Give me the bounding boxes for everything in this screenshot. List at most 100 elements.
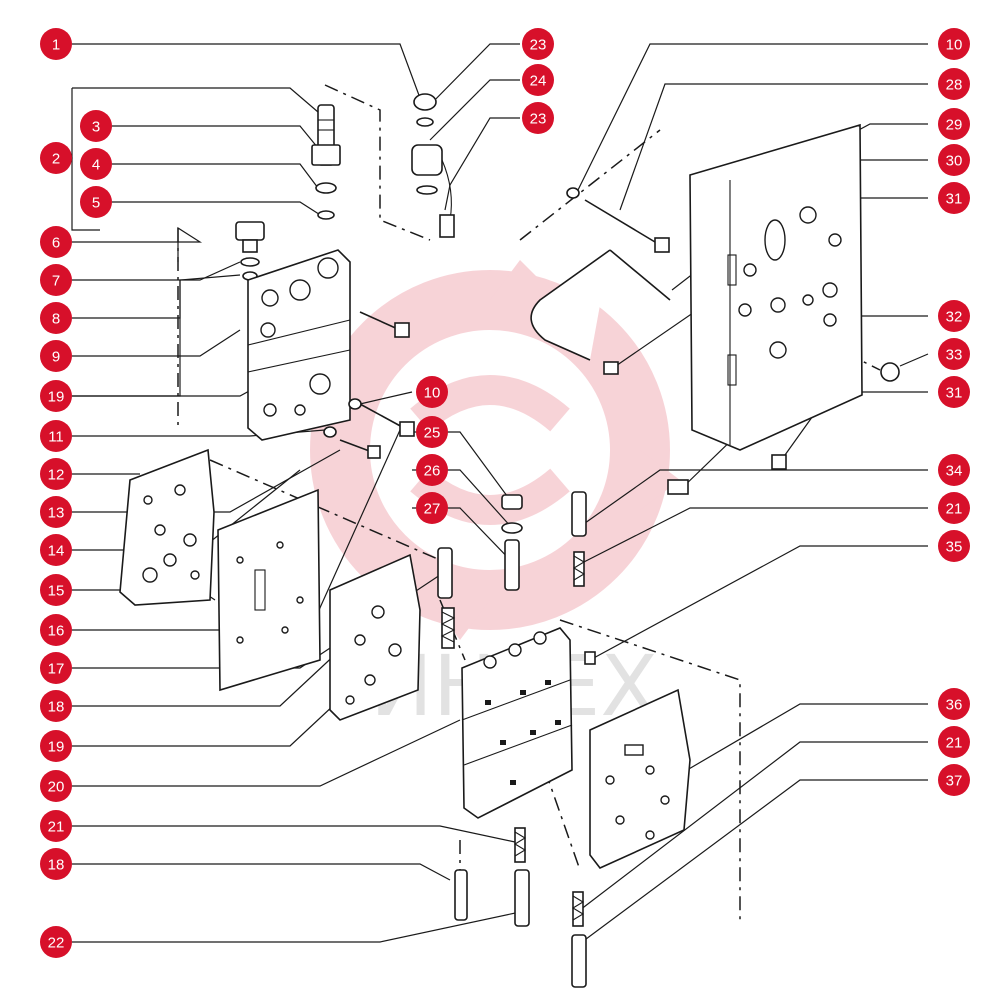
svg-text:29: 29 (946, 117, 963, 134)
svg-text:37: 37 (946, 773, 963, 790)
svg-text:24: 24 (530, 73, 547, 90)
callout-23-top[interactable]: 23 (522, 28, 554, 60)
callout-18-middle[interactable]: 18 (40, 690, 72, 722)
rods-and-u-bolt (530, 187, 671, 375)
callout-22[interactable]: 22 (40, 926, 72, 958)
svg-text:17: 17 (48, 661, 65, 678)
svg-text:36: 36 (946, 697, 963, 714)
upper-valve-body (247, 249, 351, 441)
callout-19-lower[interactable]: 19 (40, 730, 72, 762)
callout-1[interactable]: 1 (40, 28, 72, 60)
nuts-and-clip (667, 362, 900, 495)
callout-37[interactable]: 37 (938, 764, 970, 796)
callout-16[interactable]: 16 (40, 614, 72, 646)
o-rings-upper (315, 182, 337, 220)
solenoid-cap (413, 93, 437, 127)
solenoid-valve (311, 104, 341, 166)
callout-20[interactable]: 20 (40, 770, 72, 802)
bottom-spools (454, 827, 587, 988)
plug (235, 221, 265, 281)
svg-text:11: 11 (48, 429, 64, 446)
svg-text:7: 7 (52, 273, 60, 290)
callout-4[interactable]: 4 (80, 148, 112, 180)
svg-text:20: 20 (48, 779, 65, 796)
svg-text:31: 31 (946, 385, 963, 402)
gasket-middle (329, 553, 421, 721)
callout-10-middle[interactable]: 10 (416, 376, 448, 408)
callout-30[interactable]: 30 (938, 144, 970, 176)
svg-text:27: 27 (424, 501, 441, 518)
svg-text:21: 21 (946, 735, 963, 752)
callout-7[interactable]: 7 (40, 264, 72, 296)
callout-8[interactable]: 8 (40, 302, 72, 334)
callout-25[interactable]: 25 (416, 416, 448, 448)
callout-35[interactable]: 35 (938, 530, 970, 562)
callout-19-upper[interactable]: 19 (40, 380, 72, 412)
separator-plate (217, 488, 321, 692)
svg-text:19: 19 (48, 389, 65, 406)
svg-text:15: 15 (48, 583, 65, 600)
callout-23-bottom[interactable]: 23 (522, 102, 554, 134)
callout-2[interactable]: 2 (40, 142, 72, 174)
callout-34[interactable]: 34 (938, 454, 970, 486)
svg-text:3: 3 (92, 119, 100, 136)
callout-14[interactable]: 14 (40, 534, 72, 566)
callout-6[interactable]: 6 (40, 226, 72, 258)
svg-text:21: 21 (946, 501, 963, 518)
gasket-left (119, 448, 215, 606)
svg-text:22: 22 (48, 935, 65, 952)
svg-text:19: 19 (48, 739, 65, 756)
callout-9[interactable]: 9 (40, 340, 72, 372)
callout-3[interactable]: 3 (80, 110, 112, 142)
gasket-right (589, 688, 691, 869)
spool-and-spring-right (571, 491, 596, 665)
callout-27[interactable]: 27 (416, 492, 448, 524)
transmission-case-panel (689, 123, 863, 451)
svg-text:18: 18 (48, 857, 65, 874)
svg-text:9: 9 (52, 349, 60, 366)
svg-text:12: 12 (48, 467, 65, 484)
callout-13[interactable]: 13 (40, 496, 72, 528)
callout-31-top[interactable]: 31 (938, 182, 970, 214)
callout-29[interactable]: 29 (938, 108, 970, 140)
callout-32[interactable]: 32 (938, 300, 970, 332)
callout-26[interactable]: 26 (416, 454, 448, 486)
svg-text:32: 32 (946, 309, 963, 326)
plug-and-valve-upper (501, 494, 523, 591)
svg-text:16: 16 (48, 623, 65, 640)
svg-text:8: 8 (52, 311, 60, 328)
callout-36[interactable]: 36 (938, 688, 970, 720)
svg-text:14: 14 (48, 543, 65, 560)
callout-21-right-top[interactable]: 21 (938, 492, 970, 524)
callout-21-left[interactable]: 21 (40, 810, 72, 842)
svg-text:23: 23 (530, 37, 547, 54)
svg-text:26: 26 (424, 463, 441, 480)
callout-24[interactable]: 24 (522, 64, 554, 96)
callout-18-bottom[interactable]: 18 (40, 848, 72, 880)
svg-text:6: 6 (52, 235, 60, 252)
svg-text:33: 33 (946, 347, 963, 364)
callout-12[interactable]: 12 (40, 458, 72, 490)
svg-text:10: 10 (946, 37, 963, 54)
svg-text:18: 18 (48, 699, 65, 716)
spool-and-spring-middle (437, 547, 456, 649)
callout-5[interactable]: 5 (80, 186, 112, 218)
svg-text:21: 21 (48, 819, 65, 836)
lower-valve-body (461, 627, 573, 819)
callout-10-top[interactable]: 10 (938, 28, 970, 60)
svg-text:28: 28 (946, 77, 963, 94)
callout-33[interactable]: 33 (938, 338, 970, 370)
callout-21-right-bottom[interactable]: 21 (938, 726, 970, 758)
svg-text:30: 30 (946, 153, 963, 170)
svg-text:13: 13 (48, 505, 65, 522)
callout-15[interactable]: 15 (40, 574, 72, 606)
svg-text:25: 25 (424, 425, 441, 442)
callout-28[interactable]: 28 (938, 68, 970, 100)
svg-text:34: 34 (946, 463, 963, 480)
svg-text:10: 10 (424, 385, 441, 402)
callout-31-bottom[interactable]: 31 (938, 376, 970, 408)
callout-11[interactable]: 11 (40, 420, 72, 452)
svg-text:35: 35 (946, 539, 963, 556)
callout-17[interactable]: 17 (40, 652, 72, 684)
